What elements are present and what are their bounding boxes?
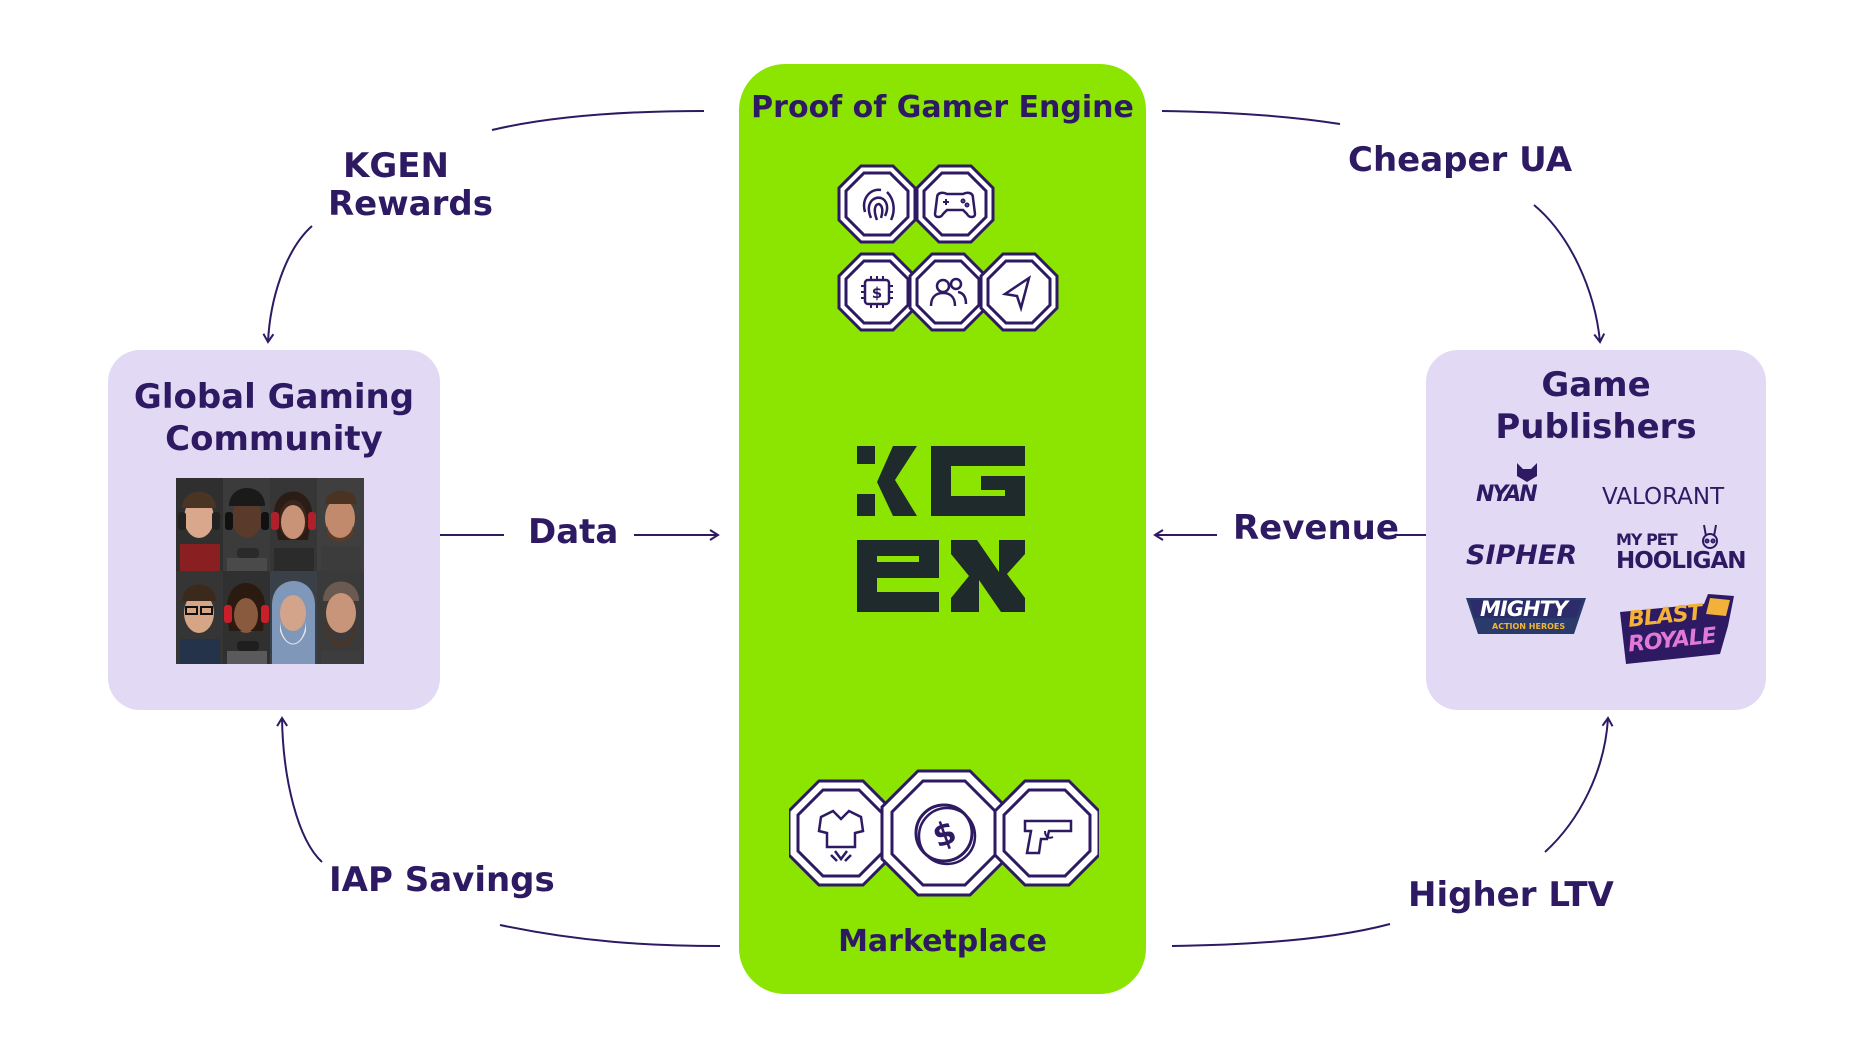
right-box-title-line2: Publishers xyxy=(1495,407,1697,447)
arrow-kgen-rewards xyxy=(262,225,313,344)
cat-icon xyxy=(1517,463,1537,482)
right-box-title-line1: Game xyxy=(1541,365,1651,405)
coin-dollar-icon: $ xyxy=(880,769,1008,897)
iap-savings-label: IAP Savings xyxy=(329,860,555,900)
arc-bottom-left xyxy=(499,924,721,947)
mighty-action-heroes-logo: MIGHTY ACTION HEROES xyxy=(1464,596,1588,636)
gamer-portrait-grid xyxy=(176,478,364,664)
higher-ltv-label: Higher LTV xyxy=(1408,875,1614,915)
gamer-portrait xyxy=(176,478,223,571)
engine-icons: $ xyxy=(837,164,1059,332)
users-icon xyxy=(908,252,988,332)
blast-royale-logo: BLAST ROYALE xyxy=(1616,592,1736,666)
proof-of-gamer-engine-title: Proof of Gamer Engine xyxy=(751,90,1134,125)
gamer-portrait xyxy=(223,478,270,571)
left-box-title-line1: Global Gaming xyxy=(133,377,415,417)
marketplace-icons: $ xyxy=(789,769,1099,897)
fingerprint-icon xyxy=(837,164,917,244)
chip-dollar-icon: $ xyxy=(837,252,917,332)
arc-top-left xyxy=(491,110,705,131)
kgen-engine-panel: Proof of Gamer Engine $ xyxy=(739,64,1146,994)
gamer-portrait xyxy=(317,478,364,571)
gamer-portrait xyxy=(270,478,317,571)
gamer-portrait xyxy=(317,571,364,664)
revenue-label: Revenue xyxy=(1233,508,1399,548)
gamer-portrait xyxy=(223,571,270,664)
arc-top-right xyxy=(1161,110,1341,125)
nyan-logo: NYAN xyxy=(1476,463,1572,508)
bunny-icon xyxy=(1702,524,1718,549)
my-pet-hooligan-logo: MY PET HOOLIGAN xyxy=(1616,524,1746,590)
gamepad-icon xyxy=(915,164,995,244)
sipher-logo: SIPHER xyxy=(1466,540,1578,571)
kgen-rewards-label-line1: KGEN xyxy=(343,146,449,186)
kgen-rewards-label-line2: Rewards xyxy=(328,184,493,224)
game-publishers-box: Game Publishers NYAN VALORANT SIPHER MY … xyxy=(1426,350,1766,710)
cheaper-ua-label: Cheaper UA xyxy=(1348,140,1573,180)
valorant-logo: VALORANT xyxy=(1602,484,1725,510)
mighty-badge xyxy=(1466,598,1586,634)
left-box-title-line2: Community xyxy=(165,419,383,459)
gamer-portrait xyxy=(270,571,317,664)
arrow-cheaper-ua xyxy=(1533,204,1606,344)
blast-badge xyxy=(1620,594,1734,664)
send-icon xyxy=(979,252,1059,332)
arrow-higher-ltv xyxy=(1544,716,1614,853)
kgen-logo xyxy=(857,446,1025,612)
pistol-icon xyxy=(993,779,1099,887)
marketplace-title: Marketplace xyxy=(838,924,1047,959)
data-label: Data xyxy=(528,512,619,552)
arc-bottom-right xyxy=(1171,923,1391,947)
arrow-iap-savings xyxy=(276,716,323,863)
svg-text:$: $ xyxy=(872,284,882,302)
gamer-portrait xyxy=(176,571,223,664)
armor-icon xyxy=(789,779,895,887)
